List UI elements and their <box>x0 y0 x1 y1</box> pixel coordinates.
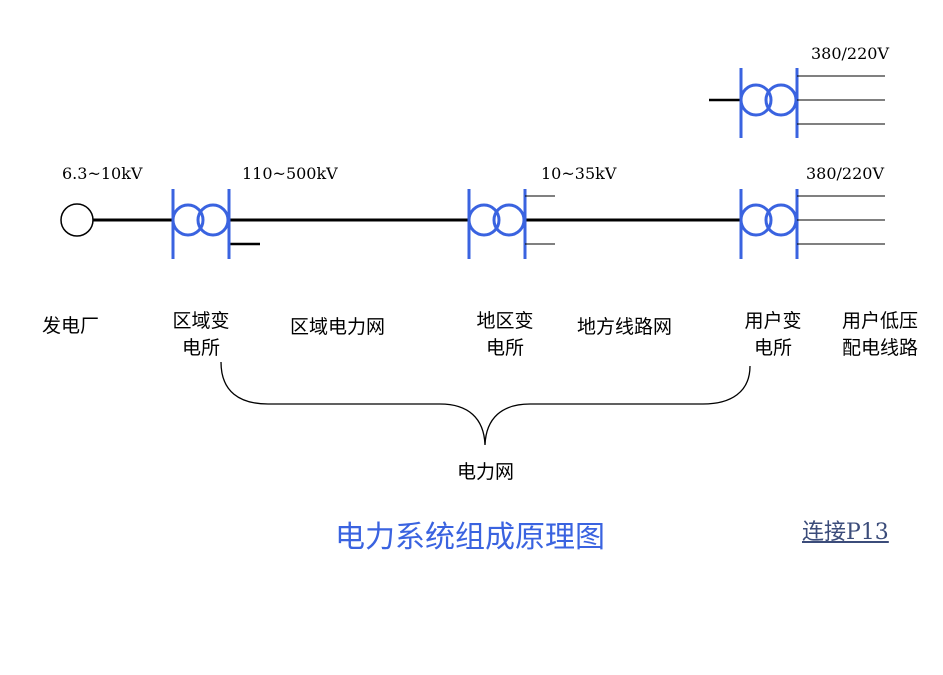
label-district-substation-line2: 电所 <box>485 337 524 359</box>
voltage-plant: 6.3~10kV <box>62 164 143 183</box>
link-p13[interactable]: 连接P13 <box>802 520 889 545</box>
label-user-substation-line2: 电所 <box>753 337 792 359</box>
label-user-substation: 用户变 电所 <box>733 308 813 362</box>
voltage-user-upper: 380/220V <box>811 44 890 63</box>
user-transformer-symbol <box>739 189 799 259</box>
generator-symbol <box>60 203 94 237</box>
user-lv-lines <box>797 195 885 245</box>
diagram-title: 电力系统组成原理图 <box>335 520 605 555</box>
district-transformer-symbol <box>467 189 527 259</box>
voltage-local: 10~35kV <box>541 164 617 183</box>
power-network-brace <box>220 361 751 446</box>
voltage-user-lower: 380/220V <box>806 164 885 183</box>
label-regional-substation-line2: 电所 <box>181 337 220 359</box>
label-regional-grid: 区域电力网 <box>290 316 386 338</box>
label-power-plant: 发电厂 <box>42 315 100 337</box>
label-user-lv-lines: 用户低压 配电线路 <box>842 308 918 362</box>
upper-user-transformer-symbol <box>739 68 799 138</box>
label-user-substation-line1: 用户变 <box>744 310 802 332</box>
regional-transformer-symbol <box>171 189 231 259</box>
label-user-lv-line1: 用户低压 <box>842 310 919 332</box>
district-feeder-lines <box>525 195 555 245</box>
label-district-substation: 地区变 电所 <box>465 308 545 362</box>
label-regional-substation-line1: 区域变 <box>172 310 230 332</box>
label-regional-substation: 区域变 电所 <box>161 308 241 362</box>
label-power-network: 电力网 <box>457 461 515 483</box>
upper-lv-lines <box>797 75 885 125</box>
label-local-grid: 地方线路网 <box>577 316 673 338</box>
label-district-substation-line1: 地区变 <box>476 310 534 332</box>
voltage-regional: 110~500kV <box>242 164 338 183</box>
label-user-lv-line2: 配电线路 <box>842 337 919 359</box>
